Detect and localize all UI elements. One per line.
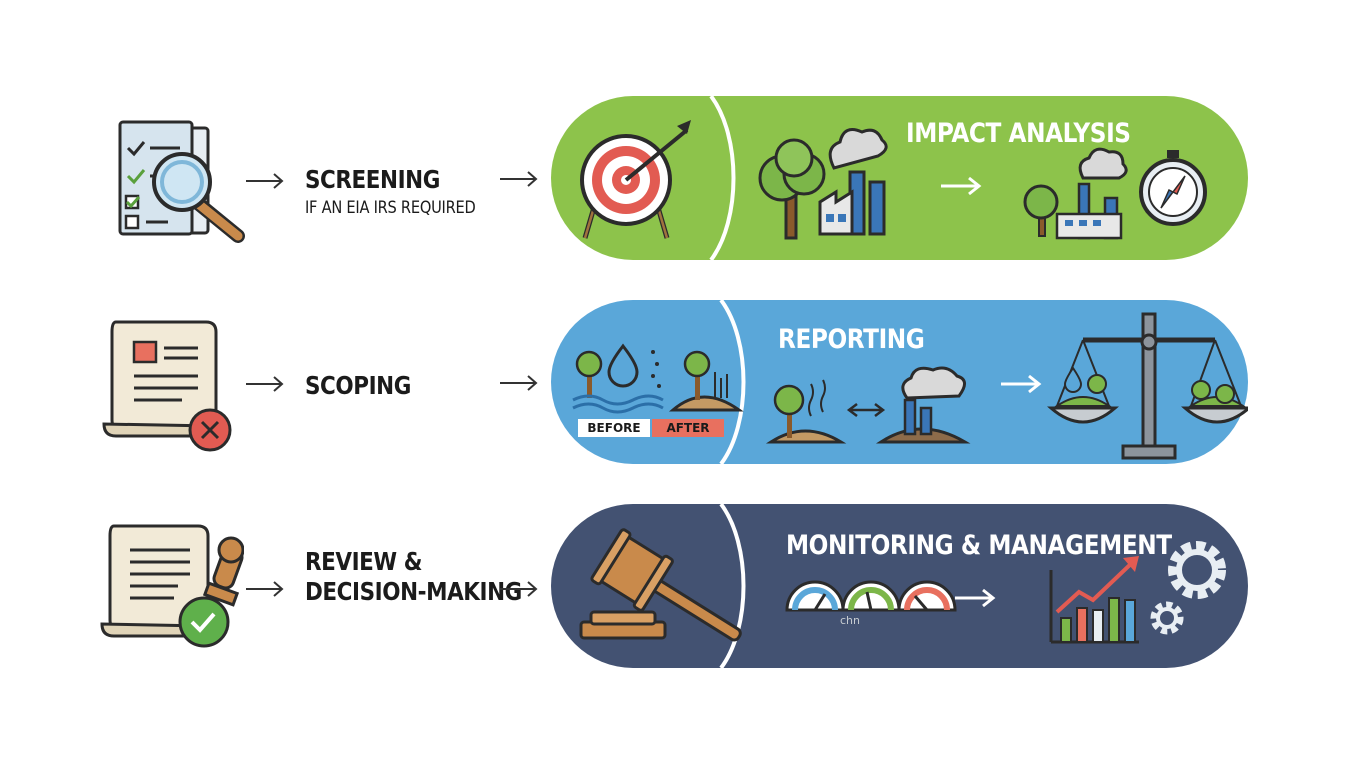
step-title-review-line2: DECISION-MAKING (305, 577, 522, 606)
growth-chart-icon (1049, 556, 1139, 644)
step-title-scoping: SCOPING (305, 371, 411, 400)
arrow-right-icon (246, 581, 284, 597)
target-icon (580, 120, 691, 239)
pill-title-reporting: REPORTING (778, 324, 925, 355)
scroll-reject-icon (102, 320, 232, 452)
pill-impact-analysis (551, 96, 1248, 260)
water-drop-landscape-icon (572, 343, 744, 414)
before-tag: BEFORE (578, 419, 650, 437)
arrow-right-icon (500, 581, 538, 597)
checklist-magnifier-icon (118, 120, 245, 243)
gauges-icon (785, 580, 957, 612)
pill-monitoring-management (551, 504, 1248, 668)
gears-icon (1150, 541, 1226, 635)
arrow-right-icon (246, 376, 284, 392)
arrow-right-icon (941, 176, 982, 196)
small-factory-icon (1023, 147, 1128, 240)
arrow-right-icon (1001, 374, 1042, 394)
scroll-stamp-approve-icon (100, 524, 244, 648)
step-title-screening: SCREENING (305, 165, 440, 194)
pill-title-impact-analysis: IMPACT ANALYSIS (906, 118, 1131, 149)
compass-icon (1139, 150, 1207, 226)
arrow-right-icon (500, 375, 538, 391)
pill-title-monitoring-management: MONITORING & MANAGEMENT (786, 530, 1172, 561)
pill-reporting (551, 300, 1248, 464)
arrow-right-icon (955, 588, 996, 608)
step-subtitle-screening: IF AN EIA IRS REQUIRED (305, 198, 476, 218)
arrow-right-icon (500, 171, 538, 187)
arrow-right-icon (246, 173, 284, 189)
gavel-icon (579, 528, 742, 642)
tree-factory-icon (758, 128, 888, 240)
trees-vs-factory-icon (765, 366, 971, 444)
step-title-review-line1: REVIEW & (305, 547, 423, 576)
balance-scale-icon (1047, 312, 1248, 460)
after-tag: AFTER (652, 419, 724, 437)
gauge-caption: chn (840, 614, 860, 627)
